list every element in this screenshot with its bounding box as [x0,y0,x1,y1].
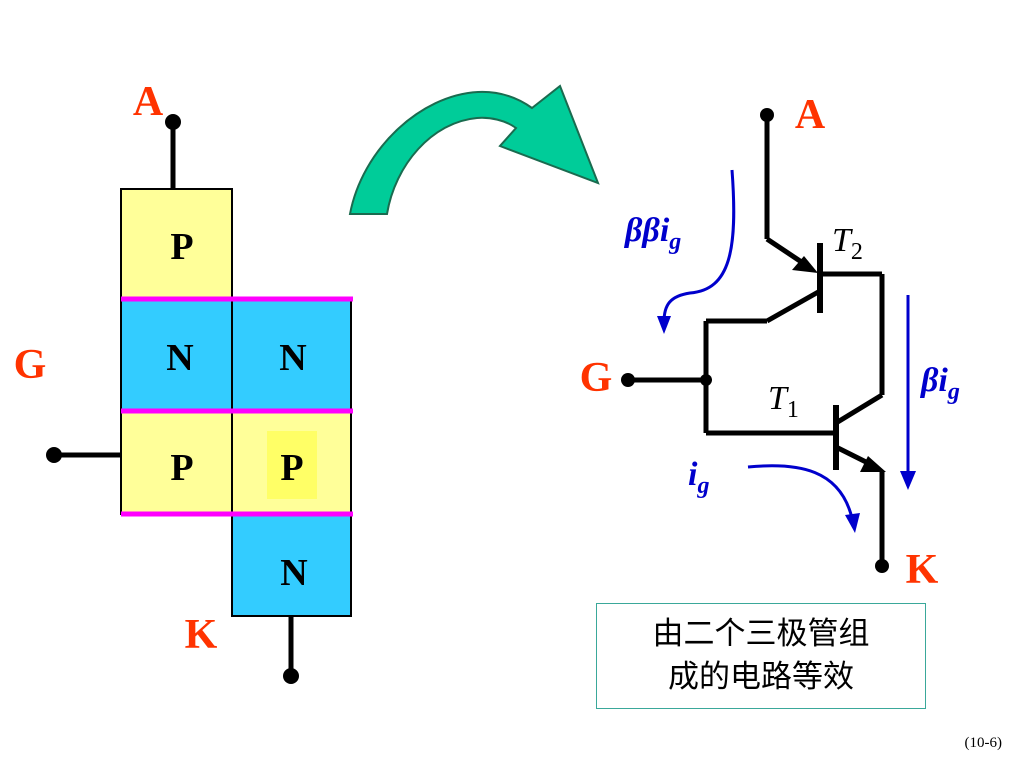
anode-terminal-dot [165,114,181,130]
t1-collector [834,392,884,426]
t1-emitter-arrow [860,456,886,472]
t2-collector [765,288,822,324]
layer-label-p-top: P [170,226,193,268]
layer-label-p-left: P [170,447,193,489]
layer-p-top [120,188,233,300]
current-arrow-right-head [900,471,916,490]
structure-label-cathode: K [185,612,218,658]
layer-label-n-left: N [166,337,193,379]
layer-label-p-right: P [280,447,303,489]
caption-line-1: 由二个三极管组 [652,616,870,652]
transform-arrow-shape [348,84,600,215]
caption-line-2: 成的电路等效 [668,659,854,695]
layer-label-n-right: N [279,337,306,379]
circuit-label-gate: G [580,355,613,401]
current-label-right: βig [919,362,960,405]
current-arrow-gate [747,464,854,519]
page-number: (10-6) [964,735,1003,751]
circuit-cathode-dot [875,559,889,573]
cathode-terminal-dot [283,668,299,684]
t2-emitter [765,236,808,268]
transistor-label-t2: T2 [832,222,863,265]
caption-box: 由二个三极管组 成的电路等效 [596,603,926,709]
layer-p-left [120,410,233,515]
structure-label-anode: A [133,79,164,125]
gate-terminal-dot [46,447,62,463]
circuit-gate-junction [700,374,712,386]
layer-n-bottom [231,513,352,617]
current-label-top: ββig [623,212,681,255]
transform-arrow [348,84,600,215]
transistor-label-t1: T1 [768,380,799,423]
current-arrow-gate-head [845,513,860,533]
structure-label-gate: G [14,342,47,388]
layer-p-right-highlight [267,431,317,499]
current-arrow-top-head [657,316,671,334]
layer-label-n-bottom: N [280,552,307,594]
current-label-gate: ig [688,456,709,499]
circuit-label-anode: A [795,92,826,138]
pnpn-structure: P N P N P N A G K [14,79,353,684]
equivalent-circuit: T2 T1 A G K ββig βig ig [580,92,960,593]
circuit-label-cathode: K [906,547,939,593]
layer-n-right [231,298,352,412]
t2-emitter-arrow [792,256,818,273]
current-arrow-top [662,169,736,323]
